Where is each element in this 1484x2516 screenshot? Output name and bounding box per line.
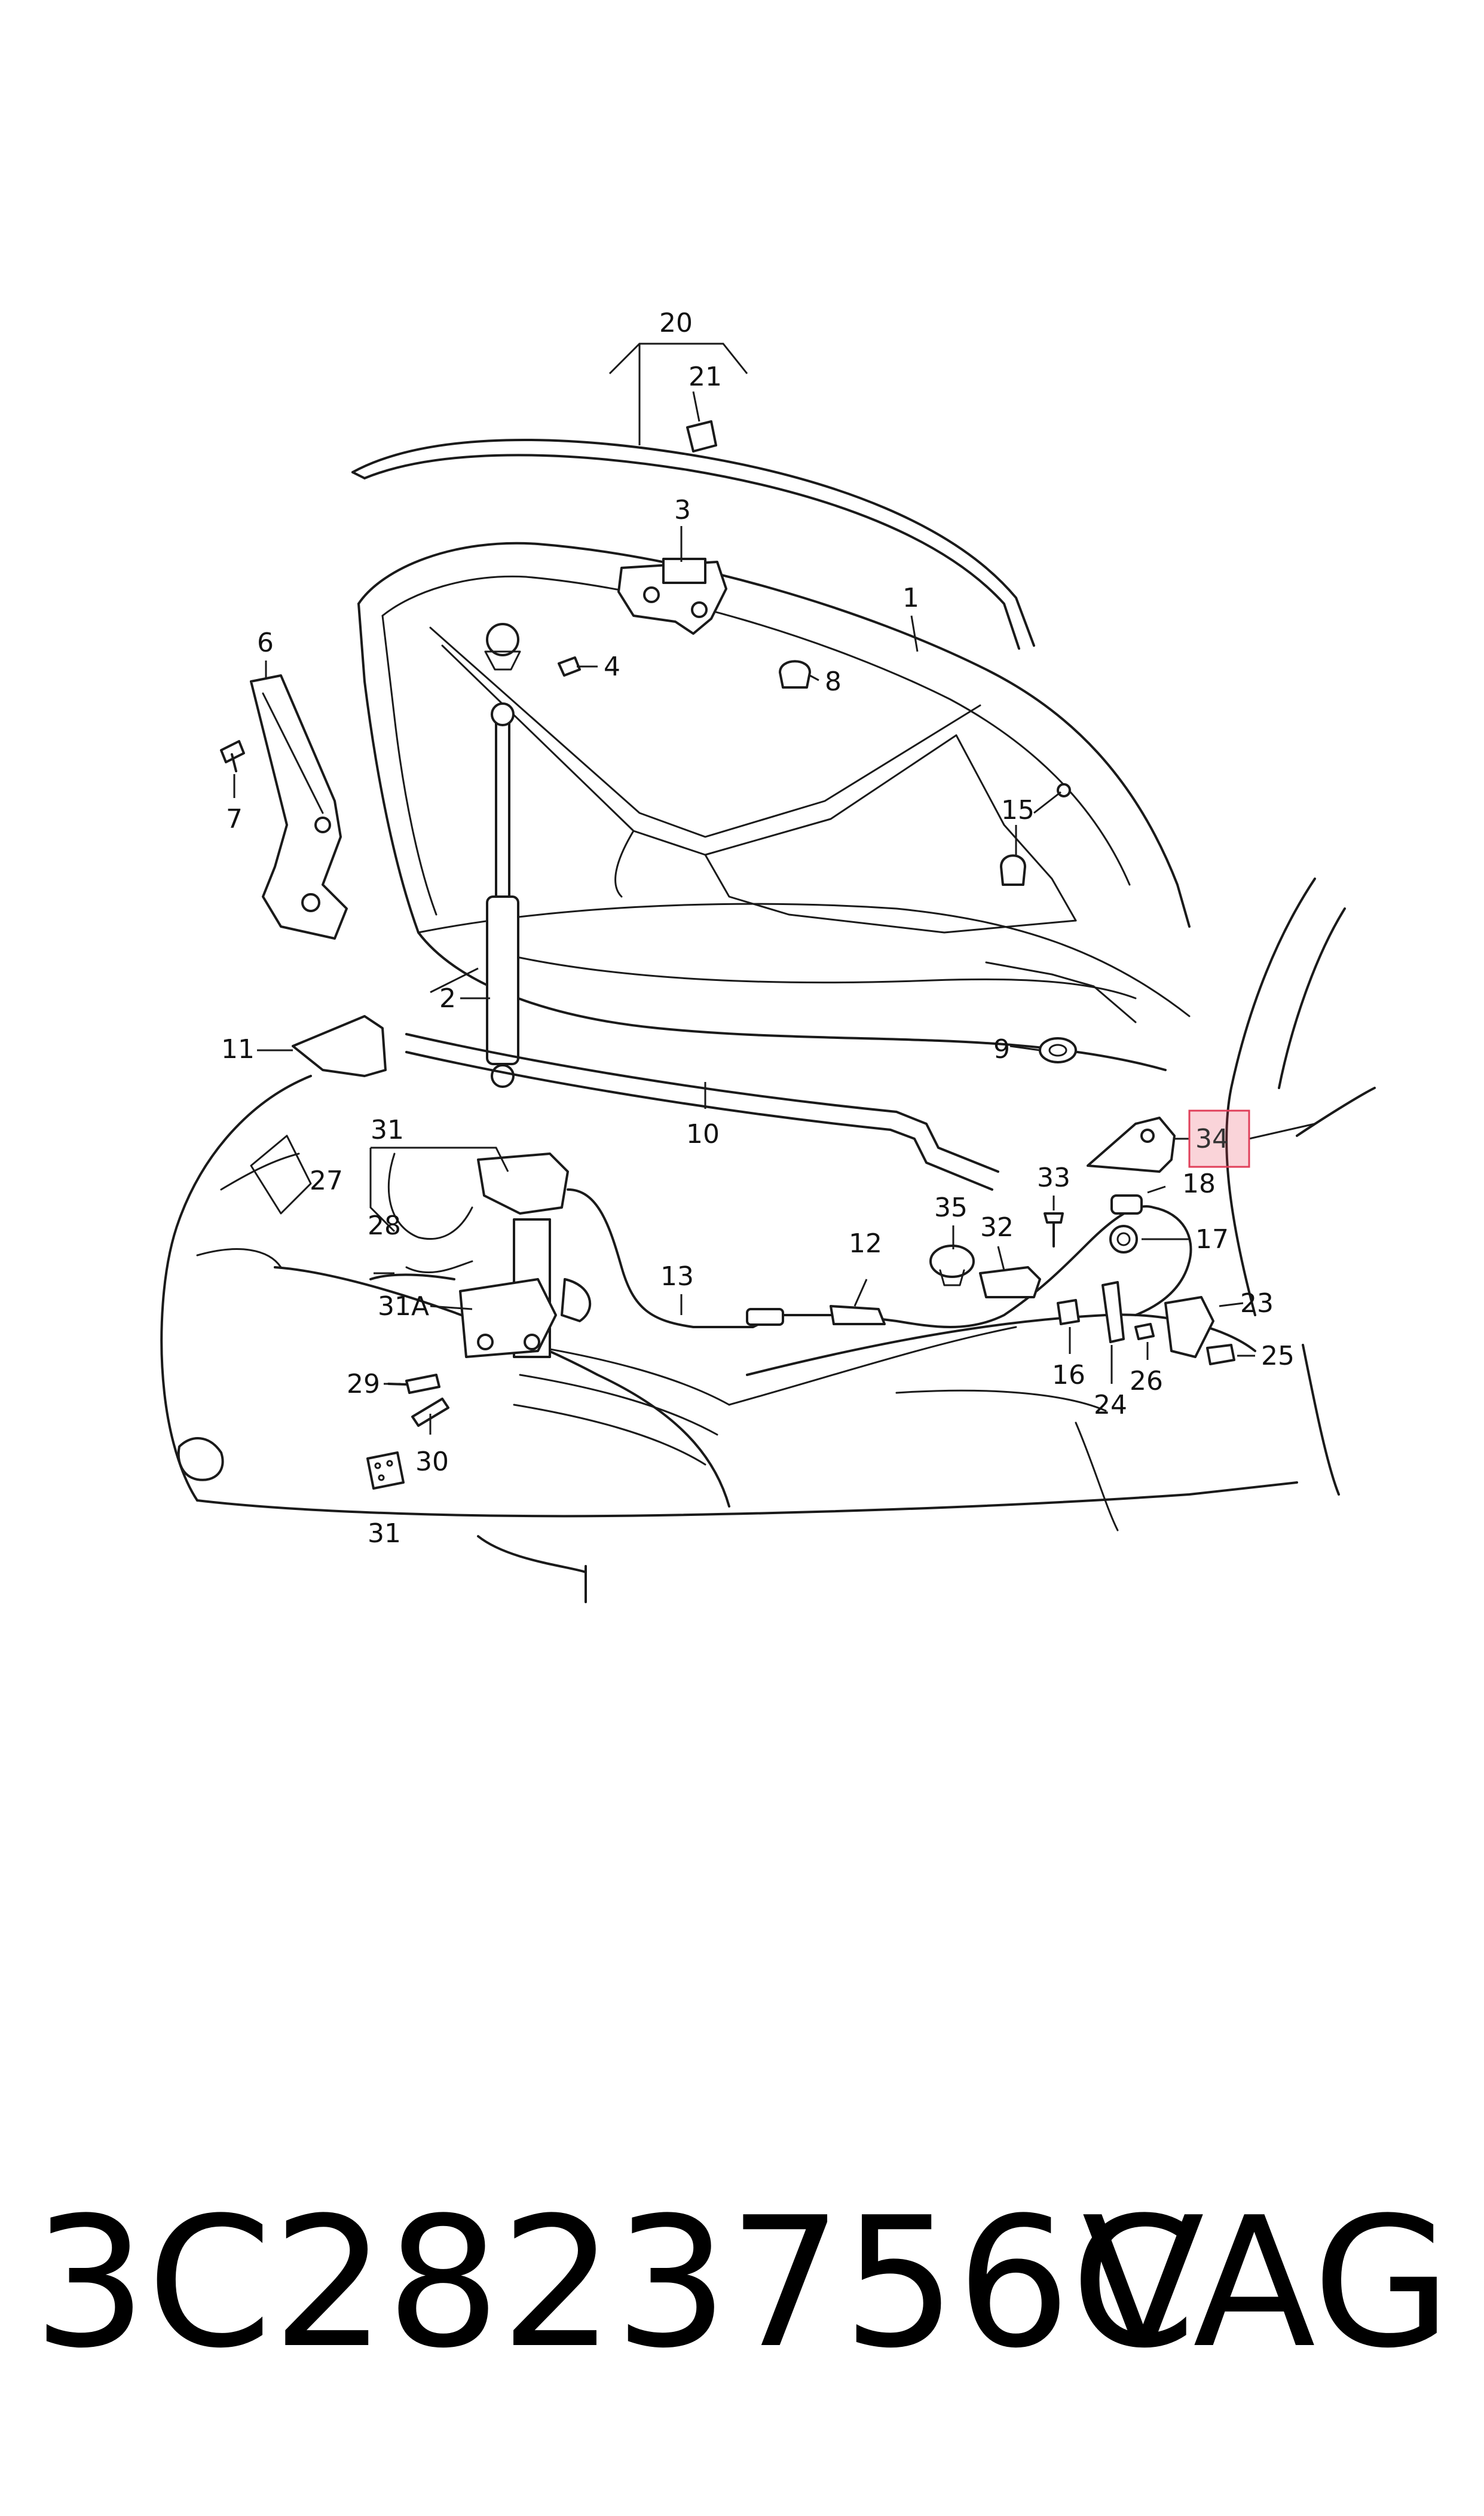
- callout-11: 11: [221, 1034, 255, 1065]
- callout-10: 10: [686, 1119, 720, 1150]
- car-front-body: [160, 878, 1376, 1603]
- callout-15: 15: [1001, 795, 1035, 826]
- switch-16: [1057, 1299, 1080, 1325]
- callout-12: 12: [849, 1228, 882, 1259]
- bolt-4: [558, 656, 581, 677]
- exploded-parts-diagram: 20 21 3 1 4 8 6 7 15 2 9 11 10 34 31 27 …: [160, 308, 1376, 1603]
- callout-13: 13: [660, 1261, 694, 1292]
- bracket-23: [1164, 1296, 1214, 1358]
- callout-20: 20: [659, 308, 693, 338]
- callout-17: 17: [1195, 1224, 1229, 1255]
- callout-35: 35: [934, 1193, 968, 1223]
- leader-lines: [233, 343, 1315, 1435]
- hood-hinge: [220, 674, 348, 940]
- callout-29: 29: [347, 1369, 380, 1399]
- callout-30: 30: [415, 1447, 449, 1477]
- callout-26: 26: [1130, 1366, 1163, 1396]
- callout-33: 33: [1037, 1163, 1070, 1193]
- callout-3: 3: [674, 495, 691, 525]
- callout-labels: 20 21 3 1 4 8 6 7 15 2 9 11 10 34 31 27 …: [221, 308, 1295, 1549]
- plug-35: [929, 1245, 975, 1286]
- part-number: 3C2823756C: [33, 2179, 1196, 2387]
- bonnet-panel: [357, 542, 1191, 1071]
- callout-34: 34: [1195, 1124, 1229, 1154]
- grommet-9: [1039, 1037, 1077, 1063]
- bolt-30: [411, 1398, 449, 1427]
- buffer-8: [779, 660, 811, 689]
- callout-25: 25: [1261, 1341, 1295, 1371]
- callout-2: 2: [439, 983, 456, 1014]
- clip-21: [686, 420, 717, 453]
- callout-23: 23: [1240, 1288, 1274, 1319]
- bracket-32: [979, 1266, 1041, 1298]
- holder-24: [1101, 1281, 1125, 1343]
- callout-31-bottom: 31: [368, 1518, 401, 1549]
- clip-25: [1206, 1344, 1235, 1365]
- buffer-17: [1109, 1225, 1138, 1254]
- bracket-34: [1087, 1117, 1176, 1173]
- callout-24: 24: [1094, 1390, 1127, 1420]
- release-cable: [567, 1188, 1192, 1328]
- buffer-15: [1000, 783, 1071, 886]
- callout-31-top: 31: [371, 1115, 404, 1145]
- cover-11: [292, 1015, 387, 1077]
- brand-label: VAG: [1082, 2179, 1452, 2387]
- callout-28: 28: [368, 1210, 401, 1241]
- footer: 3C2823756C VAG: [0, 2176, 1484, 2391]
- nut-31: [366, 1451, 405, 1490]
- callout-6: 6: [257, 628, 274, 658]
- callout-16: 16: [1052, 1360, 1085, 1390]
- hood-lock-assembly: [369, 1152, 592, 1358]
- callout-9: 9: [993, 1034, 1010, 1065]
- screw-26: [1134, 1323, 1155, 1340]
- callout-31a: 31A: [378, 1291, 429, 1322]
- callout-21: 21: [689, 362, 722, 392]
- hood-lock-catch: [617, 558, 727, 635]
- callout-34-highlight: [1188, 1109, 1250, 1168]
- callout-18: 18: [1182, 1169, 1216, 1199]
- callout-1: 1: [902, 583, 919, 613]
- callout-27: 27: [310, 1166, 343, 1196]
- sealing-strip-10: [405, 1033, 999, 1191]
- callout-32: 32: [980, 1212, 1014, 1243]
- screw-33: [1044, 1212, 1064, 1248]
- callout-8: 8: [825, 667, 842, 697]
- callout-4: 4: [604, 652, 620, 682]
- hood-seal-strip: [351, 439, 1035, 650]
- callout-7: 7: [226, 804, 243, 834]
